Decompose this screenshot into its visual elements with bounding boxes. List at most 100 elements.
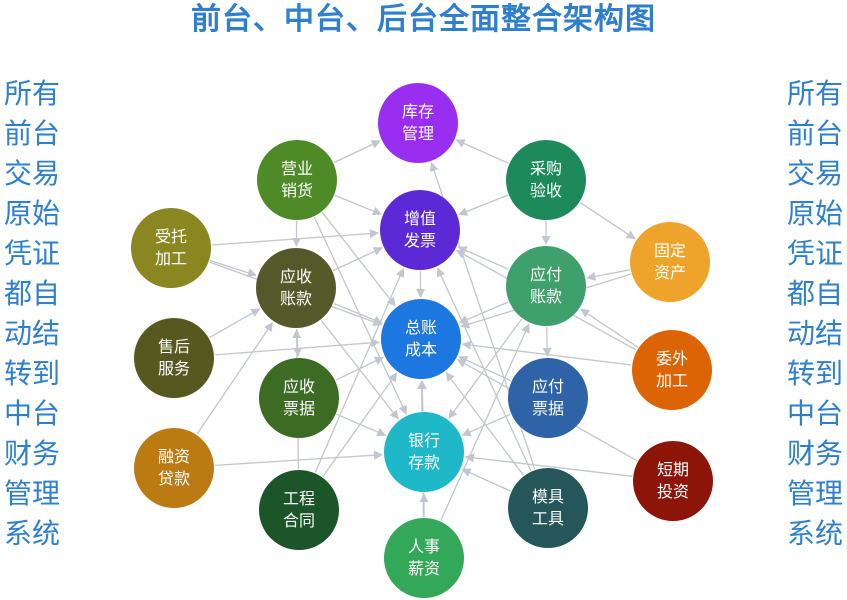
node-label-line: 采购 (529, 159, 562, 178)
node-label-line: 验收 (529, 181, 562, 200)
node-label-line: 融资 (157, 447, 190, 466)
node-gongcheng: 工程合同 (259, 470, 339, 550)
node-label-line: 固定 (653, 241, 686, 260)
edge-shoutuo-to-yingshou (209, 259, 257, 278)
right-side-line: 交易 (786, 157, 843, 190)
edge-renshi-to-yingfu (440, 323, 530, 521)
node-label-line: 薪资 (407, 559, 440, 578)
node-label-line: 营业 (280, 159, 313, 178)
left-side-line: 动结 (3, 317, 60, 350)
edge-rongzi-to-yingshou (196, 322, 273, 435)
left-side-line: 管理 (3, 477, 60, 510)
node-label-line: 管理 (401, 124, 434, 143)
node-yingye: 营业销货 (257, 140, 337, 220)
node-caigou: 采购验收 (506, 140, 586, 220)
node-label-line: 工具 (531, 509, 564, 528)
node-muju: 模具工具 (508, 468, 588, 548)
node-label-line: 售后 (157, 337, 190, 356)
left-side-line: 系统 (3, 517, 60, 550)
node-kucun: 库存管理 (378, 83, 458, 163)
edge-yingfu-to-zongzhang (458, 301, 509, 324)
node-label-line: 应付 (529, 265, 562, 284)
edge-muju-to-yinhang (461, 468, 511, 492)
edge-shoutuo-to-zengzhi (211, 229, 380, 246)
edge-yingshou-to-zongzhang (333, 302, 383, 325)
edge-yfpiaoju-to-zongzhang (458, 356, 512, 382)
edge-duanqi-to-yinhang (464, 453, 633, 477)
node-label-line: 账款 (529, 287, 562, 306)
left-side-line: 财务 (3, 437, 60, 470)
left-side-line: 前台 (3, 117, 60, 150)
node-label-line: 增值 (403, 209, 436, 228)
edge-yingshou-to-zengzhi (332, 247, 383, 272)
node-shouhou: 售后服务 (134, 318, 214, 398)
node-duanqi: 短期投资 (633, 441, 713, 521)
node-label-line: 总账 (404, 318, 437, 337)
edge-yingye-to-zengzhi (334, 194, 382, 216)
left-side-line: 都自 (3, 277, 60, 310)
node-label-line: 投资 (656, 482, 689, 501)
edge-yingye-to-kucun (333, 140, 381, 164)
edge-yingfu-to-yfpiaoju (542, 326, 552, 357)
node-zongzhang: 总账成本 (381, 299, 461, 379)
edge-caigou-to-guding (579, 202, 636, 240)
node-label-line: 票据 (282, 399, 315, 418)
node-label-line: 人事 (407, 537, 440, 556)
node-label-line: 服务 (157, 359, 190, 378)
edge-yingfu-to-zengzhi (457, 246, 509, 270)
node-label-line: 委外 (655, 349, 688, 368)
node-label-line: 加工 (655, 371, 688, 390)
right-side-line: 所有 (786, 77, 843, 110)
right-side-line: 中台 (786, 397, 843, 430)
left-side-line: 凭证 (3, 237, 60, 270)
node-label-line: 应收 (282, 377, 315, 396)
node-yfpiaoju: 应付票据 (508, 358, 588, 438)
node-label-line: 贷款 (157, 469, 190, 488)
node-yingshou: 应收账款 (256, 248, 336, 328)
node-label-line: 库存 (401, 102, 434, 121)
node-label-line: 受托 (154, 227, 187, 246)
edge-gongcheng-to-zengzhi (314, 267, 405, 473)
node-label-line: 资产 (653, 263, 686, 282)
right-side-text: 所有 前台 交易 原始 凭证 都自 动结 转到 中台 财务 管理 系统 (783, 74, 847, 554)
left-side-text: 所有 前台 交易 原始 凭证 都自 动结 转到 中台 财务 管理 系统 (0, 74, 64, 554)
node-label-line: 账款 (279, 289, 312, 308)
right-side-line: 转到 (786, 357, 843, 390)
right-side-line: 动结 (786, 317, 843, 350)
left-side-line: 中台 (3, 397, 60, 430)
edge-shouhou-to-yingshou (209, 308, 261, 339)
node-yingfu: 应付账款 (506, 246, 586, 326)
node-label-line: 存款 (407, 453, 440, 472)
node-label-line: 合同 (282, 511, 315, 530)
node-weiwai: 委外加工 (632, 330, 712, 410)
edge-weiwai-to-yingfu (580, 308, 639, 348)
right-side-line: 系统 (786, 517, 843, 550)
node-yinhang: 银行存款 (384, 412, 464, 492)
node-label-line: 发票 (403, 231, 436, 250)
node-label-line: 模具 (531, 487, 564, 506)
right-side-line: 财务 (786, 437, 843, 470)
right-side-line: 都自 (786, 277, 843, 310)
node-label-line: 票据 (531, 399, 564, 418)
edge-gongcheng-to-zongzhang (322, 372, 398, 477)
node-label-line: 成本 (404, 340, 437, 359)
node-rongzi: 融资贷款 (134, 428, 214, 508)
right-side-line: 管理 (786, 477, 843, 510)
edge-caigou-to-kucun (455, 139, 509, 164)
node-guding: 固定资产 (630, 222, 710, 302)
right-side-line: 凭证 (786, 237, 843, 270)
node-zengzhi: 增值发票 (380, 190, 460, 270)
left-side-line: 转到 (3, 357, 60, 390)
edge-yfpiaoju-to-yinhang (461, 413, 511, 437)
diagram-title: 前台、中台、后台全面整合架构图 (191, 2, 656, 37)
node-label-line: 应付 (531, 377, 564, 396)
node-label-line: 加工 (154, 249, 187, 268)
edge-weiwai-to-zongzhang (461, 340, 632, 366)
left-side-line: 交易 (3, 157, 60, 190)
node-label-line: 销货 (280, 181, 313, 200)
edge-caigou-to-zengzhi (458, 194, 509, 216)
node-renshi: 人事薪资 (384, 518, 464, 598)
node-label-line: 银行 (407, 431, 440, 450)
node-yspiaoju: 应收票据 (259, 358, 339, 438)
edge-guding-to-yingfu (586, 269, 630, 281)
